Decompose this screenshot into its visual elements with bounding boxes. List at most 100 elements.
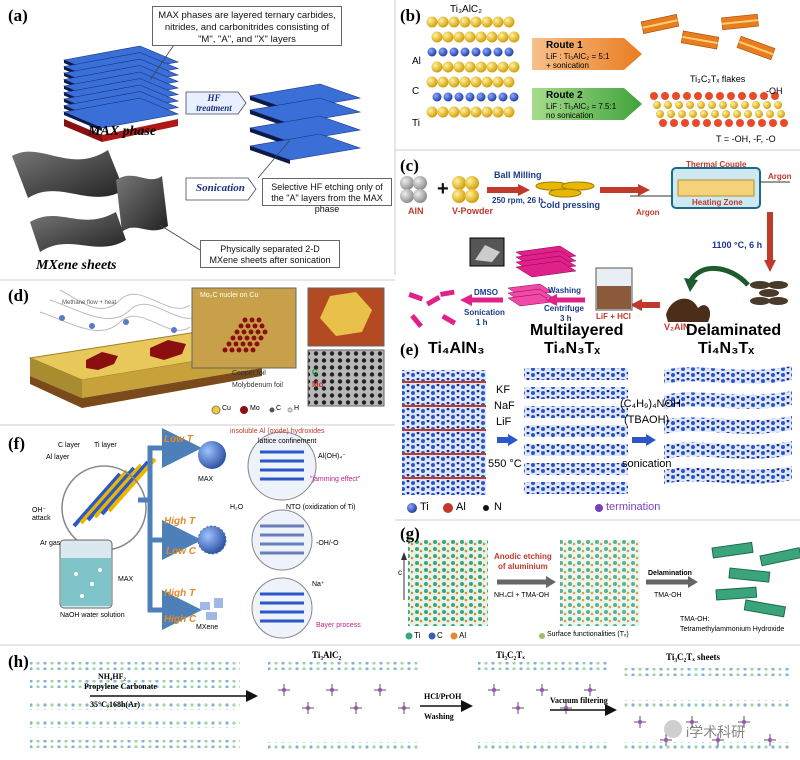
ti3c2tx-sheet bbox=[715, 586, 758, 601]
mo-atom bbox=[258, 335, 264, 341]
mxene-sheet bbox=[30, 212, 126, 252]
reagent-tbaoh-abbr: (TBAOH) bbox=[624, 414, 670, 426]
ti-atom bbox=[777, 110, 785, 118]
ti3alc2-label: Ti₃AlC₂ bbox=[450, 4, 483, 15]
h2o-label: H₂O bbox=[230, 504, 244, 511]
surface-atom bbox=[650, 92, 658, 100]
mxene-sheet bbox=[12, 150, 124, 198]
ti-atom bbox=[653, 101, 661, 109]
ti-atom bbox=[470, 16, 482, 28]
ti-atom bbox=[459, 76, 471, 88]
ti-atom bbox=[719, 101, 727, 109]
na-label: Na⁺ bbox=[312, 581, 325, 588]
panel-label-h: (h) bbox=[8, 652, 29, 671]
watermark: i学术科研 bbox=[686, 724, 746, 740]
molecule bbox=[663, 737, 669, 743]
ti-atom bbox=[508, 61, 520, 73]
ti-atom bbox=[431, 61, 443, 73]
legend-ti-e: Ti bbox=[420, 501, 429, 513]
surface-label: Surface functionalities (Tₓ) bbox=[547, 631, 629, 638]
legend-al-e: Al bbox=[456, 501, 466, 513]
panel-f-art bbox=[59, 428, 317, 639]
zoom-lowT bbox=[247, 431, 317, 501]
al-atom bbox=[509, 92, 519, 102]
v2ntx-layer bbox=[515, 260, 577, 278]
ti-atom bbox=[448, 76, 460, 88]
c-label: C bbox=[412, 86, 420, 97]
max-sphere-oxidized bbox=[197, 525, 227, 555]
delaminated-formula: Ti₄N₃Tₓ bbox=[698, 340, 755, 357]
ti-atom bbox=[700, 110, 708, 118]
bayer-label: Bayer process bbox=[316, 622, 361, 629]
molecule bbox=[741, 719, 747, 725]
ti-atom bbox=[766, 110, 774, 118]
surface-atom bbox=[670, 119, 678, 127]
ti-atom bbox=[722, 110, 730, 118]
ti-atom bbox=[437, 16, 449, 28]
delaminated-sheet bbox=[664, 366, 792, 384]
molecule bbox=[491, 687, 497, 693]
panel-b-art bbox=[426, 13, 788, 127]
ball-milling-label: Ball Milling bbox=[494, 170, 542, 180]
ti-atom bbox=[667, 110, 675, 118]
oh-o-label: -OH/-O bbox=[316, 540, 339, 547]
naoh-label: NaOH water solution bbox=[60, 612, 125, 619]
surface-atom bbox=[692, 119, 700, 127]
washing-h-label: Washing bbox=[424, 712, 454, 721]
v2aln-label: V₂AlN bbox=[664, 322, 690, 332]
copper-foil-label: Copper foil bbox=[232, 370, 266, 377]
ti-atom bbox=[470, 76, 482, 88]
stem-mo-label: Mo bbox=[312, 380, 324, 389]
svg-text:+: + bbox=[437, 178, 449, 200]
flake bbox=[640, 14, 680, 34]
surface-atom bbox=[769, 119, 777, 127]
nh4cl-label: NH₄Cl + TMA-OH bbox=[494, 592, 550, 599]
ti-atom bbox=[448, 106, 460, 118]
delaminated-sheet bbox=[664, 416, 792, 434]
tma-def-2: Tetramethylammonium Hydroxide bbox=[680, 626, 785, 633]
max-layer bbox=[86, 466, 136, 522]
mo-atom bbox=[252, 323, 258, 329]
mo-atom bbox=[248, 329, 254, 335]
lattice-label: lattice confinement bbox=[258, 438, 317, 445]
molecule bbox=[715, 737, 721, 743]
route1-arrow bbox=[532, 38, 642, 70]
centrifuge-label: Centrifuge bbox=[544, 304, 584, 313]
surface-atom bbox=[661, 92, 669, 100]
al-atom bbox=[487, 92, 497, 102]
flake bbox=[721, 13, 759, 31]
ti4n3-layer bbox=[524, 482, 628, 494]
insoluble-label: insoluble Al (oxide) hydroxides bbox=[230, 428, 325, 435]
ti-atom bbox=[503, 16, 515, 28]
mo-atom bbox=[245, 323, 251, 329]
ti-atom bbox=[508, 31, 520, 43]
ti4n3-layer bbox=[524, 463, 628, 475]
panel-label-c: (c) bbox=[400, 156, 419, 175]
delamination-label: Delamination bbox=[648, 570, 692, 577]
panel-label-g: (g) bbox=[400, 524, 420, 543]
al-atom bbox=[498, 92, 508, 102]
ti-atom bbox=[664, 101, 672, 109]
v-powder-label: V-Powder bbox=[452, 206, 494, 216]
ti-atom bbox=[481, 106, 493, 118]
ti-atom bbox=[752, 101, 760, 109]
al-atom bbox=[460, 47, 470, 57]
sonication-arrow bbox=[185, 177, 257, 201]
ti-label: Ti bbox=[412, 118, 420, 129]
surface-atom bbox=[727, 92, 735, 100]
legend-n-e: N bbox=[494, 501, 502, 513]
ar-gas-label: Ar gas bbox=[40, 540, 61, 547]
mo-atom bbox=[243, 347, 249, 353]
al-atom bbox=[438, 47, 448, 57]
low-t-label: Low T bbox=[164, 434, 193, 445]
sheets-label-h: Ti₃C₂Tₓ sheets bbox=[666, 652, 721, 662]
argon-out-label: Argon bbox=[768, 172, 792, 181]
ti-atom bbox=[741, 101, 749, 109]
ti-atom bbox=[492, 76, 504, 88]
ti4aln3-crystal bbox=[402, 370, 486, 495]
multilayered-title: Multilayered bbox=[530, 322, 624, 339]
inset-lattice bbox=[191, 287, 297, 369]
route1-title: Route 1 bbox=[546, 40, 583, 51]
hf-treatment-label: HF treatment bbox=[196, 93, 232, 113]
